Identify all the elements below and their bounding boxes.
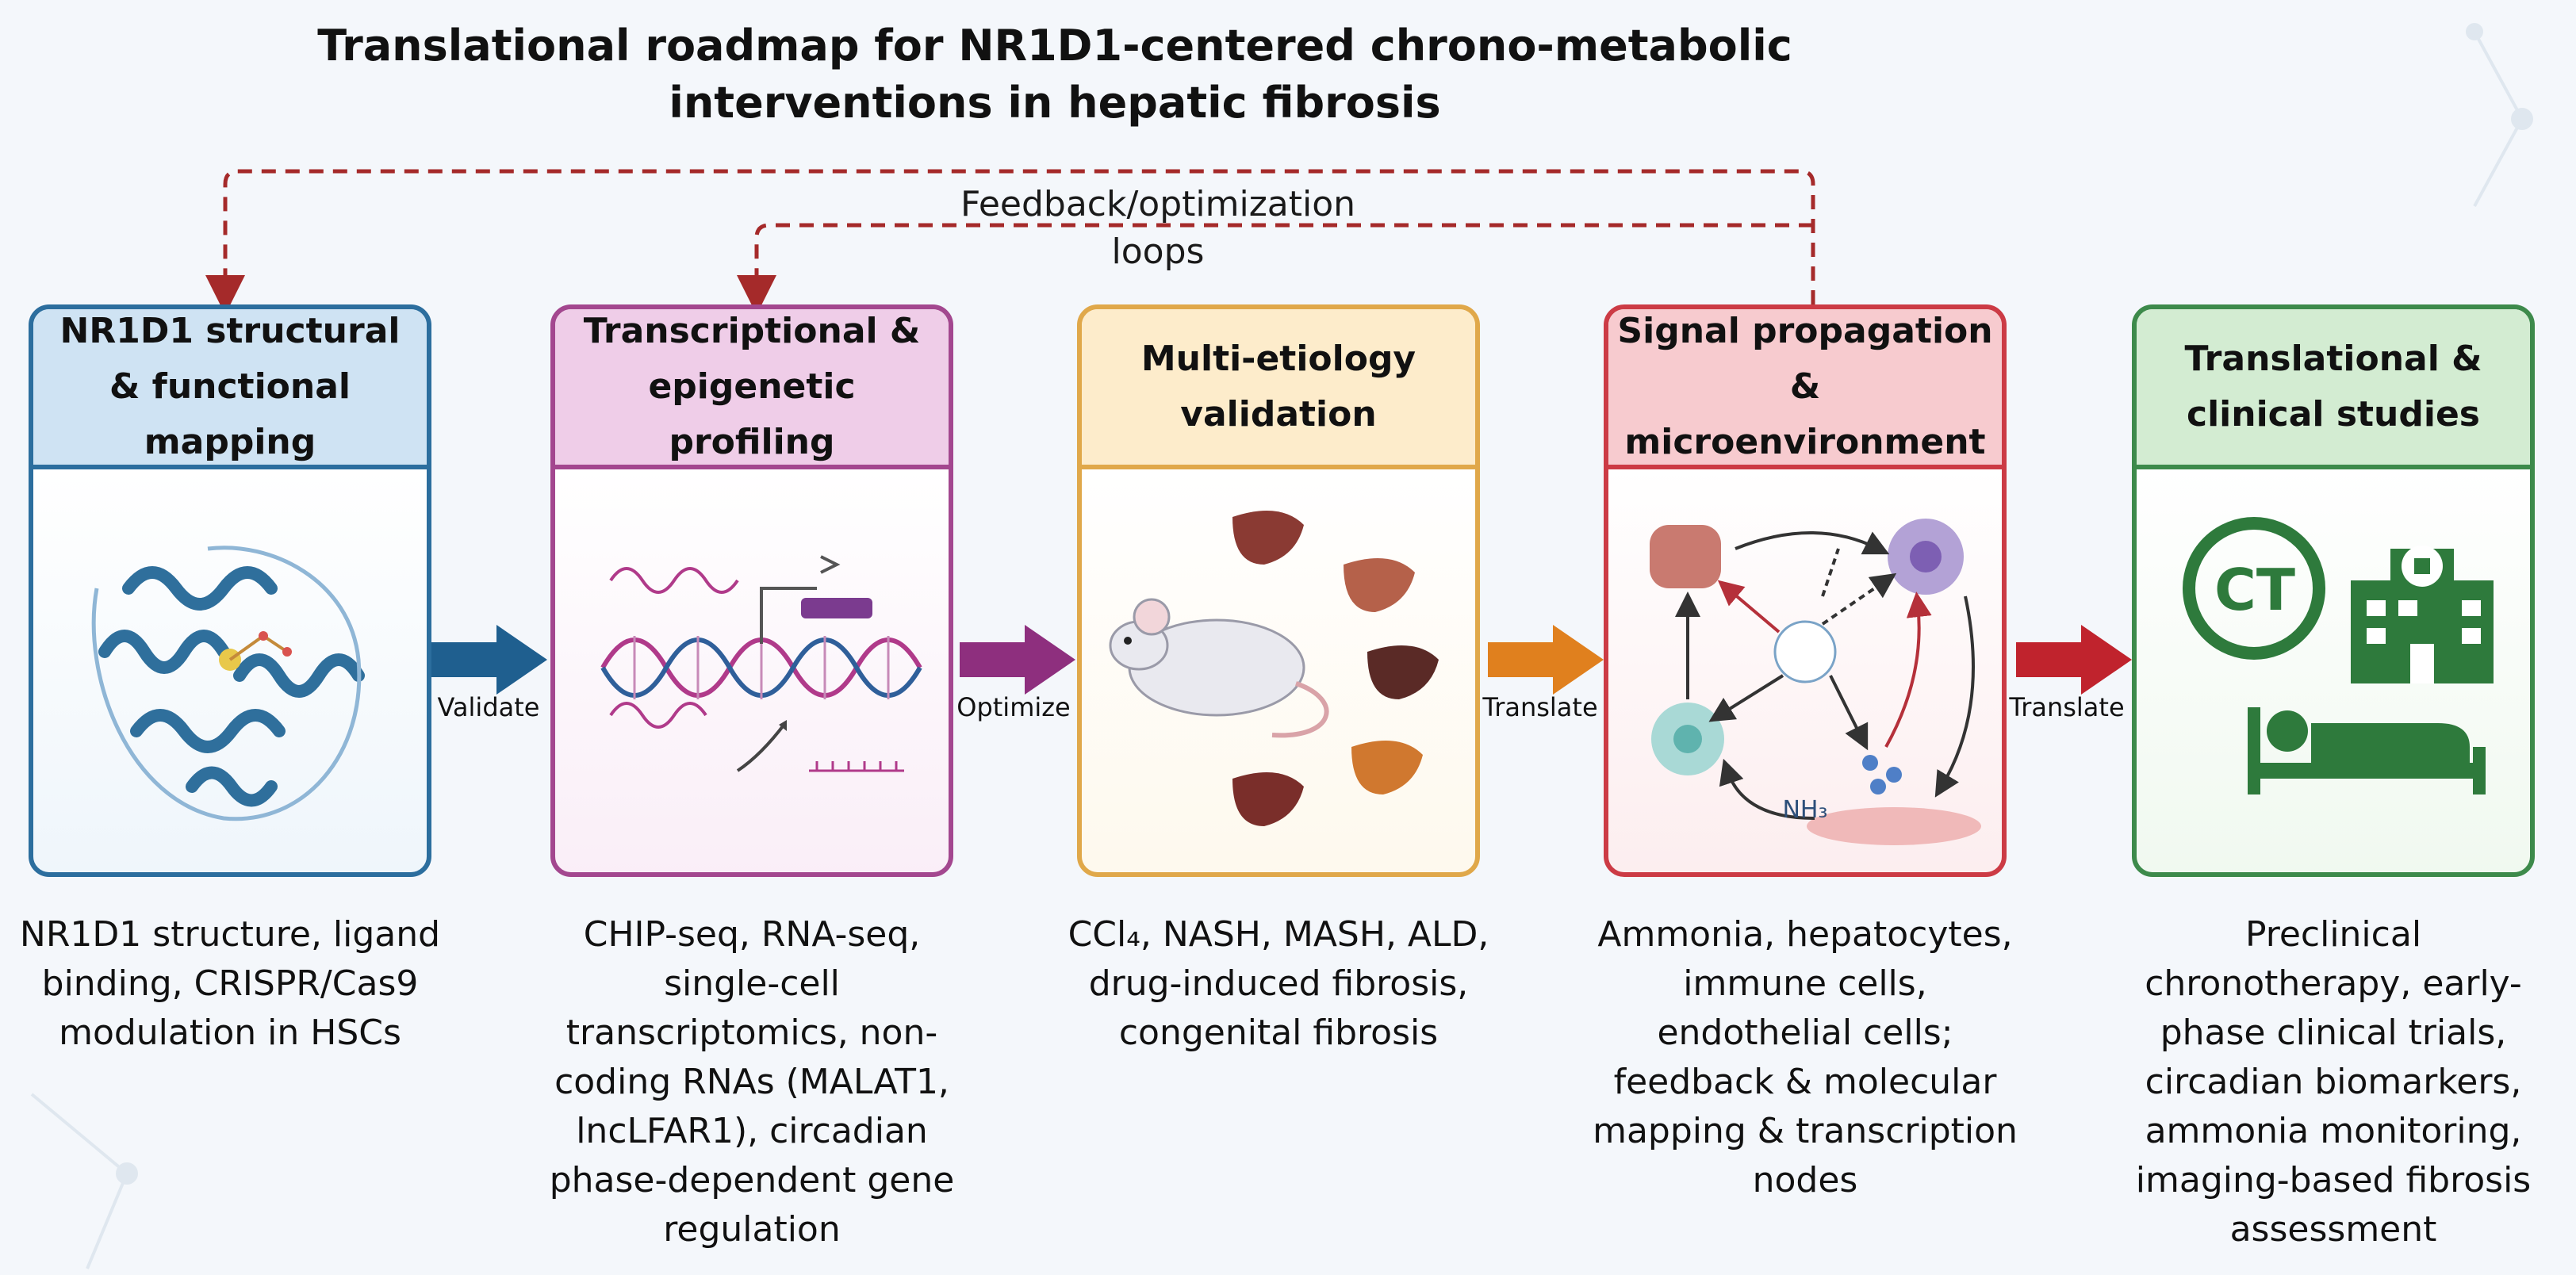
stromal-cell-icon xyxy=(1807,807,1981,845)
stage-multi-etiology: Multi-etiology validation xyxy=(1077,304,1480,877)
page-title: Translational roadmap for NR1D1-centered… xyxy=(317,21,1792,128)
connector-arrows xyxy=(431,625,2132,695)
protein-structure-icon xyxy=(91,546,365,821)
stage-transcriptional-profiling: Transcriptional & epigenetic profiling xyxy=(550,304,953,877)
stage-caption-clinical: Preclinical chronotherapy, early-phase c… xyxy=(2135,914,2532,1250)
stage-heading: Translational & clinical studies xyxy=(2137,309,2530,469)
connector-arrow-translate-1 xyxy=(1488,625,1604,695)
hepatocyte-icon xyxy=(1650,525,1721,588)
connector-label-validate: Validate xyxy=(437,692,540,722)
liver-icons xyxy=(1232,511,1439,826)
connector-arrow-translate-2 xyxy=(2016,625,2132,695)
ct-scanner-icon xyxy=(2183,517,2325,660)
stage-illustration xyxy=(1082,469,1475,872)
connector-label-translate-1: Translate xyxy=(1482,692,1598,722)
stage-illustration: CT xyxy=(2137,469,2530,872)
connector-label-translate-2: Translate xyxy=(2009,692,2125,722)
cell-network-icon xyxy=(1650,519,1981,845)
mouse-icon xyxy=(1109,598,1329,738)
stage-signal-propagation: Signal propagation & microenvironment xyxy=(1604,304,2007,877)
nh3-label: NH₃ xyxy=(1782,796,1828,824)
background-network-decoration xyxy=(30,23,2533,1269)
ct-label: CT xyxy=(2214,557,2295,623)
stage-heading: Multi-etiology validation xyxy=(1082,309,1475,469)
stage-illustration: NH₃ xyxy=(1608,469,2002,872)
ammonia-particles-icon xyxy=(1862,755,1902,794)
connector-arrow-optimize xyxy=(960,625,1075,695)
stage-heading: Signal propagation & microenvironment xyxy=(1608,309,2002,469)
stage-structural-mapping: NR1D1 structural & functional mapping xyxy=(29,304,431,877)
gene-block-icon xyxy=(801,598,872,618)
hospital-bed-icon xyxy=(2248,707,2486,794)
connector-arrow-validate xyxy=(431,625,547,695)
connector-label-optimize: Optimize xyxy=(956,692,1071,722)
nh3-node xyxy=(1773,620,1837,683)
stage-heading: Transcriptional & epigenetic profiling xyxy=(555,309,949,469)
dna-double-helix-icon xyxy=(600,555,922,772)
feedback-loop-inner xyxy=(737,223,1813,315)
stage-caption-structural: NR1D1 structure, ligand binding, CRISPR/… xyxy=(19,914,441,1053)
stage-illustration xyxy=(33,469,427,872)
stage-clinical-studies: Translational & clinical studies xyxy=(2132,304,2535,877)
stage-caption-transcriptional: CHIP-seq, RNA-seq, single-cell transcrip… xyxy=(549,914,955,1250)
mouse-and-livers-icon xyxy=(1109,511,1439,826)
clinical-icons xyxy=(2183,517,2494,794)
stage-caption-signal: Ammonia, hepatocytes, immune cells, endo… xyxy=(1593,914,2018,1200)
feedback-loop-outer xyxy=(205,169,1815,315)
stage-caption-etiology: CCl₄, NASH, MASH, ALD, drug-induced fibr… xyxy=(1068,914,1489,1053)
feedback-label: Feedback/optimization loops xyxy=(960,184,1356,272)
stage-heading: NR1D1 structural & functional mapping xyxy=(33,309,427,469)
stage-illustration xyxy=(555,469,949,872)
